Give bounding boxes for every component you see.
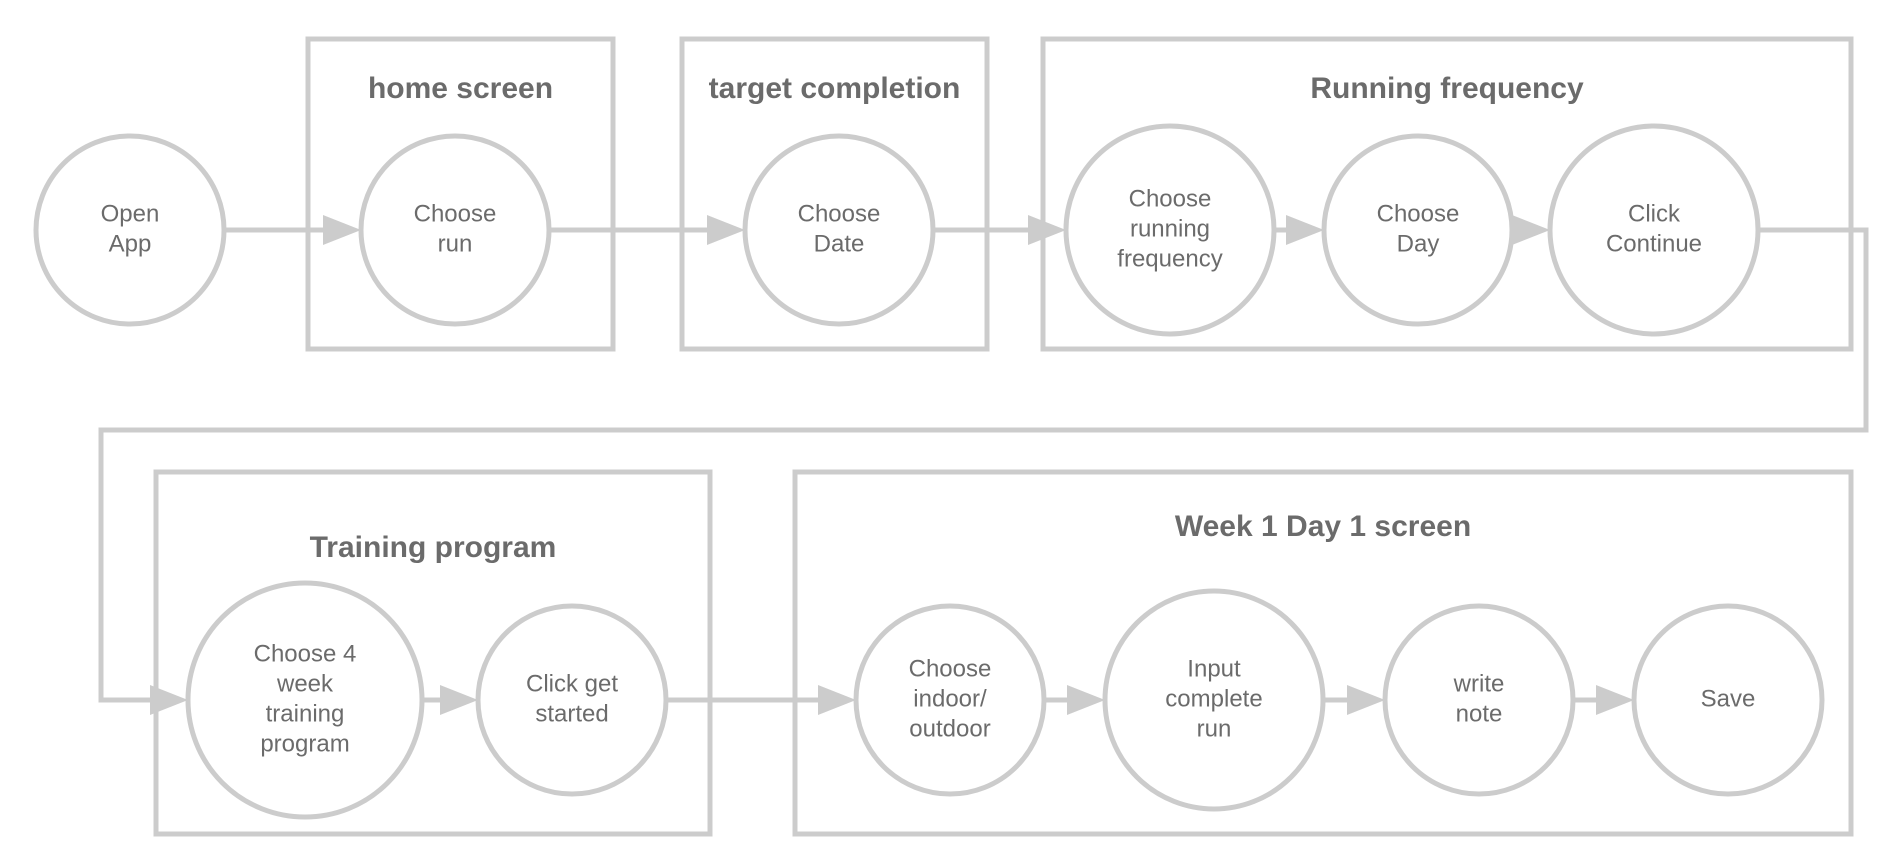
node-circle-choose-indoor-outdoor <box>853 603 1047 797</box>
group-title-target: target completion <box>709 72 961 105</box>
groups-layer: home screen target completion Running freq… <box>153 36 1854 837</box>
node-circle-open-app <box>33 133 227 327</box>
node-label-choose-run: Choose <box>414 200 497 227</box>
node-label-choose-running-frequency: Choose <box>1129 185 1212 212</box>
node-label-choose-4-week-program: program <box>260 730 349 757</box>
node-label-open-app: Open <box>101 200 160 227</box>
node-choose-4-week-program: Choose 4 week training program <box>185 580 425 820</box>
group-box-target <box>679 36 990 352</box>
node-label-choose-indoor-outdoor: indoor/ <box>913 685 987 712</box>
node-choose-running-frequency: Choose running frequency <box>1063 123 1277 337</box>
node-label-click-continue: Click <box>1628 200 1681 227</box>
node-label-write-note: write <box>1453 670 1505 697</box>
node-circle-save <box>1631 603 1825 797</box>
node-label-choose-date: Date <box>814 230 865 257</box>
group-box-training <box>153 469 713 837</box>
node-label-choose-date: Choose <box>798 200 881 227</box>
node-label-click-get-started: started <box>535 700 608 727</box>
node-save: Save <box>1631 603 1825 797</box>
connector-write-note-to-save-arrowhead <box>1596 685 1634 715</box>
node-circle-choose-date <box>742 133 936 327</box>
node-label-choose-day: Choose <box>1377 200 1460 227</box>
group-title-week: Week 1 Day 1 screen <box>1175 510 1471 543</box>
node-write-note: write note <box>1382 603 1576 797</box>
node-choose-run: Choose run <box>358 133 552 327</box>
node-label-choose-running-frequency: frequency <box>1117 245 1222 272</box>
connector-choose-run-to-choose-date-arrowhead <box>707 215 745 245</box>
node-choose-indoor-outdoor: Choose indoor/outdoor <box>853 603 1047 797</box>
connector-choose-running-frequency-to-choose-day-arrowhead <box>1286 215 1324 245</box>
node-circle-click-continue <box>1547 123 1761 337</box>
node-label-choose-run: run <box>438 230 473 257</box>
node-circle-choose-running-frequency <box>1063 123 1277 337</box>
group-title-home: home screen <box>368 72 553 105</box>
node-circle-click-get-started <box>475 603 669 797</box>
node-click-get-started: Click get started <box>475 603 669 797</box>
node-label-write-note: note <box>1456 700 1503 727</box>
connector-choose-indoor-outdoor-to-input-complete-run-arrowhead <box>1067 685 1105 715</box>
node-label-input-complete-run: complete <box>1165 685 1262 712</box>
node-circle-choose-4-week-program <box>185 580 425 820</box>
node-label-input-complete-run: Input <box>1187 655 1241 682</box>
node-label-save: Save <box>1701 685 1756 712</box>
group-title-running: Running frequency <box>1310 72 1584 105</box>
connector-choose-date-to-choose-running-frequency-arrowhead <box>1028 215 1066 245</box>
connector-choose-day-to-click-continue-arrowhead <box>1512 215 1550 245</box>
node-label-choose-day: Day <box>1397 230 1440 257</box>
node-label-choose-4-week-program: week <box>276 670 334 697</box>
node-circle-input-complete-run <box>1102 588 1326 812</box>
node-label-choose-indoor-outdoor: outdoor <box>909 715 990 742</box>
connector-click-continue-to-choose-4-week-program <box>98 227 1869 703</box>
connector-open-app-to-choose-run-arrowhead <box>323 215 361 245</box>
group-box-running <box>1040 36 1854 352</box>
node-label-choose-4-week-program: training <box>266 700 345 727</box>
node-label-choose-4-week-program: Choose 4 <box>254 640 357 667</box>
edges-layer <box>98 215 1869 715</box>
node-label-open-app: App <box>109 230 152 257</box>
group-box-home <box>305 36 616 352</box>
group-box-week <box>792 469 1854 837</box>
node-input-complete-run: Input complete run <box>1102 588 1326 812</box>
node-circle-choose-day <box>1321 133 1515 327</box>
connector-click-continue-to-choose-4-week-program-arrowhead <box>150 685 188 715</box>
connector-choose-4-week-program-to-click-get-started-arrowhead <box>440 685 478 715</box>
group-title-training: Training program <box>310 531 557 564</box>
nodes-layer: OpenAppChooserunChooseDateChooserunningf… <box>33 123 1825 820</box>
connector-click-get-started-to-choose-indoor-outdoor-arrowhead <box>818 685 856 715</box>
connector-input-complete-run-to-write-note-arrowhead <box>1347 685 1385 715</box>
node-circle-choose-run <box>358 133 552 327</box>
node-label-choose-running-frequency: running <box>1130 215 1210 242</box>
node-label-click-get-started: Click get <box>526 670 618 697</box>
node-label-choose-indoor-outdoor: Choose <box>909 655 992 682</box>
node-label-click-continue: Continue <box>1606 230 1702 257</box>
node-label-input-complete-run: run <box>1197 715 1232 742</box>
node-circle-write-note <box>1382 603 1576 797</box>
